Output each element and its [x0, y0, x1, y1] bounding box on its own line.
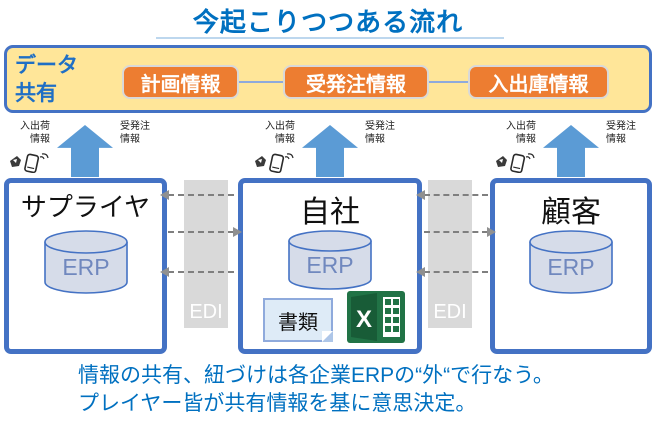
dashed-arrow-icon [160, 267, 234, 277]
excel-icon: X [347, 291, 405, 343]
outbound-label: 入出荷 情報 [20, 121, 50, 145]
inbound-label: 受発注 情報 [606, 121, 636, 145]
data-share-label: データ 共有 [15, 54, 78, 105]
flow-group-supplier: 入出荷 情報 受発注 情報 [0, 117, 170, 177]
erp-label: ERP [547, 254, 594, 280]
inbound-label: 受発注 情報 [120, 121, 150, 145]
company-name: 顧客 [541, 196, 601, 229]
chip-connector [239, 81, 283, 83]
svg-text:X: X [356, 306, 372, 333]
edi-label: EDI [189, 301, 223, 323]
company-box-customer: 顧客 ERP [490, 178, 652, 354]
database-cylinder-icon: ERP [527, 229, 615, 300]
chip-connector [429, 81, 468, 83]
erp-label: ERP [306, 252, 353, 278]
flow-group-customer: 入出荷 情報 受発注 情報 [486, 117, 656, 177]
company-name: 自社 [300, 196, 360, 229]
dashed-arrow-icon [424, 227, 496, 237]
edi-label: EDI [433, 301, 467, 323]
company-box-supplier: サプライヤ ERP [4, 178, 167, 354]
dashed-arrow-icon [160, 190, 234, 200]
outbound-label: 入出荷 情報 [506, 121, 536, 145]
dashed-arrow-icon [416, 190, 488, 200]
outbound-label: 入出荷 情報 [265, 121, 295, 145]
data-share-box: データ 共有 計画情報 受発注情報 入出庫情報 [4, 45, 652, 113]
database-cylinder-icon: ERP [42, 229, 130, 300]
footer-line2: プレイヤー皆が共有情報を基に意思決定。 [78, 392, 477, 415]
chip-plan-info: 計画情報 [122, 65, 239, 99]
dashed-arrow-icon [168, 227, 242, 237]
smartphone-signal-icon [8, 151, 50, 174]
footer-line1: 情報の共有、紐づけは各企業ERPの“外“で行なう。 [78, 364, 554, 387]
chip-order-info: 受発注情報 [283, 65, 429, 99]
up-arrow-icon [57, 125, 113, 177]
flow-group-own-company: 入出荷 情報 受発注 情報 [245, 117, 415, 177]
title-underline [156, 37, 504, 39]
up-arrow-icon [543, 125, 599, 177]
company-box-own-company: 自社 ERP 書類 X [238, 178, 422, 354]
smartphone-signal-icon [253, 151, 295, 174]
company-name: サプライヤ [20, 192, 151, 222]
edi-band-right: EDI [428, 180, 472, 328]
document-note: 書類 [263, 298, 333, 342]
dashed-arrow-icon [416, 267, 488, 277]
chip-inventory-info: 入出庫情報 [468, 65, 609, 99]
footer-note: 情報の共有、紐づけは各企業ERPの“外“で行なう。 プレイヤー皆が共有情報を基に… [78, 362, 554, 418]
erp-label: ERP [62, 254, 109, 280]
smartphone-signal-icon [494, 151, 536, 174]
inbound-label: 受発注 情報 [365, 121, 395, 145]
up-arrow-icon [302, 125, 358, 177]
page-title: 今起こりつつある流れ [192, 7, 464, 37]
edi-band-left: EDI [184, 180, 228, 328]
database-cylinder-icon: ERP [286, 229, 374, 296]
